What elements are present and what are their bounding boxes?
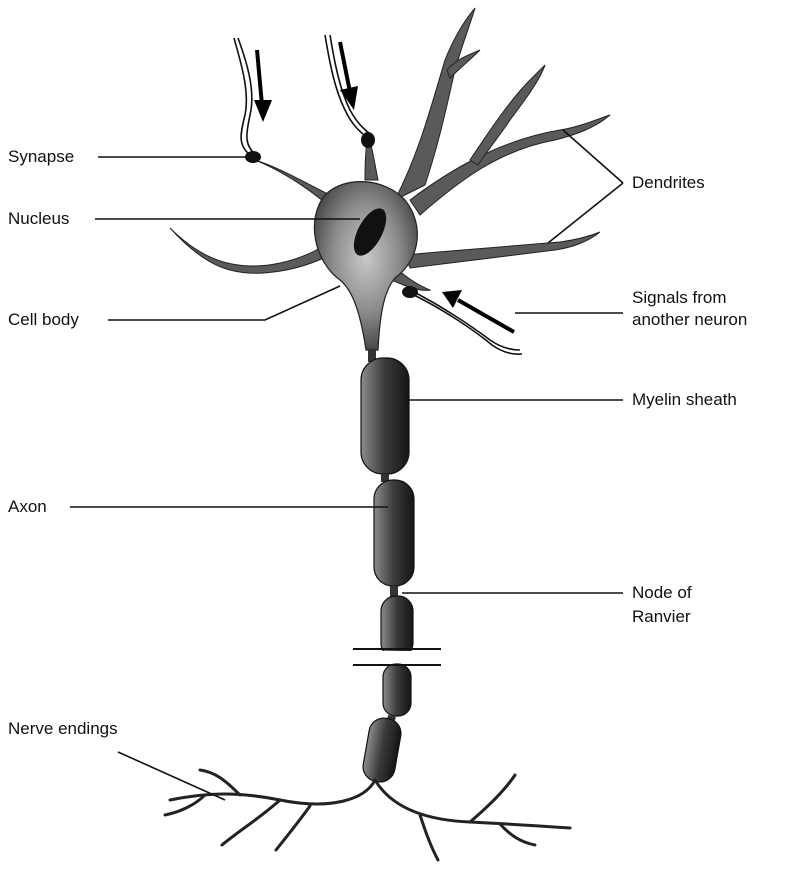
label-axon: Axon	[8, 496, 47, 518]
nerve-endings-branches	[165, 770, 570, 860]
label-signals-line1: Signals from	[632, 287, 726, 309]
label-cell-body: Cell body	[8, 309, 79, 331]
label-dendrites: Dendrites	[632, 172, 705, 194]
label-synapse: Synapse	[8, 146, 74, 168]
label-myelin-sheath: Myelin sheath	[632, 389, 737, 411]
label-node-line1: Node of	[632, 582, 692, 604]
label-signals-line2: another neuron	[632, 309, 747, 331]
label-nucleus: Nucleus	[8, 208, 69, 230]
myelin-segments	[361, 350, 414, 784]
axon-break-marks	[353, 649, 441, 665]
cell-body-shape	[314, 182, 417, 350]
label-nerve-endings: Nerve endings	[8, 718, 118, 740]
label-node-line2: Ranvier	[632, 606, 691, 628]
